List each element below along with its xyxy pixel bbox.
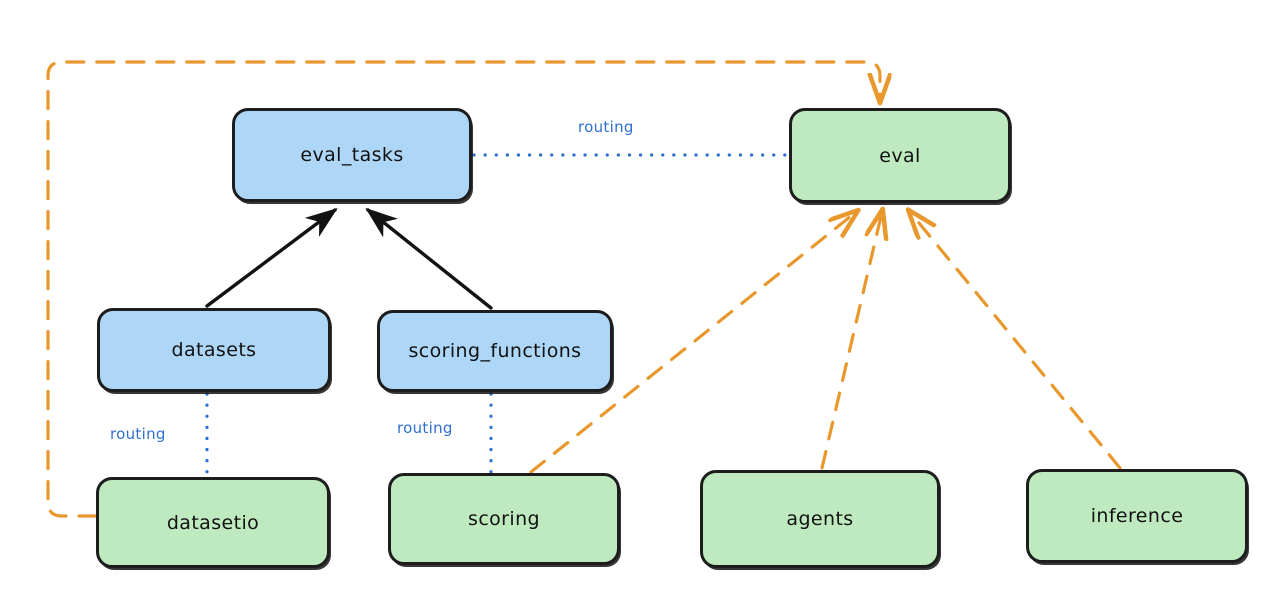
node-datasets[interactable]: datasets (97, 308, 331, 392)
node-inference[interactable]: inference (1026, 469, 1248, 563)
edge-inference-to-eval (910, 212, 1122, 470)
node-agents-label: agents (786, 508, 854, 530)
node-datasetio[interactable]: datasetio (96, 477, 330, 568)
node-eval-tasks[interactable]: eval_tasks (232, 108, 472, 202)
edge-label-routing-eval-tasks-eval: routing (578, 118, 634, 136)
node-datasets-label: datasets (171, 339, 257, 361)
edge-label-routing-scoring-functions-scoring: routing (397, 419, 453, 437)
edge-agents-to-eval (820, 212, 882, 470)
node-scoring-label: scoring (468, 508, 540, 530)
node-inference-label: inference (1090, 505, 1184, 527)
node-scoring-functions[interactable]: scoring_functions (377, 310, 613, 392)
node-scoring[interactable]: scoring (388, 473, 620, 565)
node-datasetio-label: datasetio (166, 511, 260, 534)
edge-datasets-to-eval-tasks (205, 207, 338, 308)
node-scoring-functions-label: scoring_functions (408, 340, 582, 362)
node-agents[interactable]: agents (700, 470, 940, 568)
edge-scoring-functions-to-eval-tasks (365, 207, 493, 310)
edge-label-routing-datasets-datasetio: routing (110, 425, 166, 443)
node-eval-label: eval (879, 144, 921, 167)
node-eval-tasks-label: eval_tasks (300, 144, 404, 166)
node-eval[interactable]: eval (789, 108, 1011, 203)
